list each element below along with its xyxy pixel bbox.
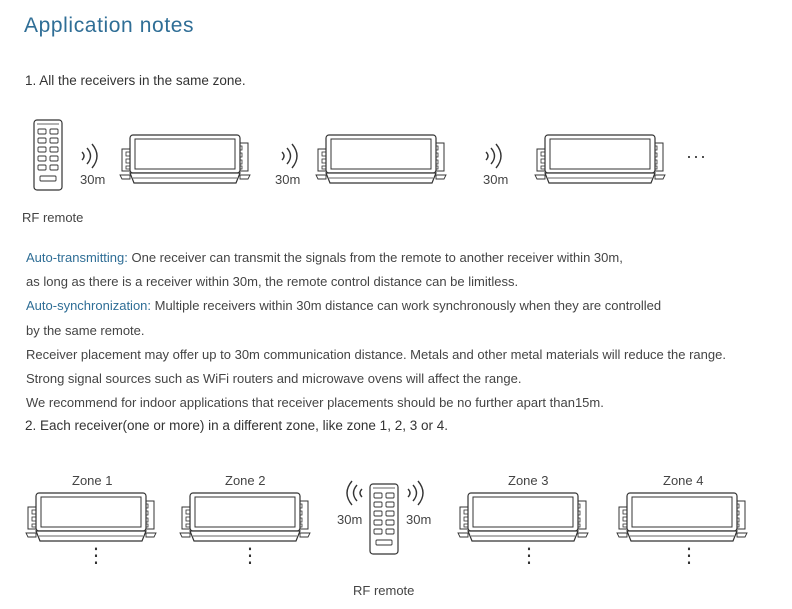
signal-waves-icon xyxy=(281,143,298,169)
note-line-5: Receiver placement may offer up to 30m c… xyxy=(26,346,726,362)
note-line-4: by the same remote. xyxy=(26,322,145,338)
receiver-icon xyxy=(616,492,748,542)
signal-waves-left-icon xyxy=(346,480,363,506)
note-line-2: as long as there is a receiver within 30… xyxy=(26,274,519,290)
zone-2-label: Zone 2 xyxy=(225,473,266,488)
section-2-heading: 2. Each receiver(one or more) in a diffe… xyxy=(25,418,448,433)
notes-paragraph: Auto-transmitting: One receiver can tran… xyxy=(26,246,726,415)
receiver-icon xyxy=(119,134,251,184)
zone-2-more-ellipsis: ⋮ xyxy=(240,545,260,567)
left-distance-label: 30m xyxy=(337,512,363,527)
signal-waves-right-icon xyxy=(407,480,424,506)
right-distance-label: 30m xyxy=(406,512,432,527)
rf-remote-label: RF remote xyxy=(22,210,84,225)
distance-label-1: 30m xyxy=(80,172,106,187)
section-1-heading: 1. All the receivers in the same zone. xyxy=(25,73,246,88)
auto-transmitting-text: One receiver can transmit the signals fr… xyxy=(127,250,623,265)
note-line-3: Auto-synchronization: Multiple receivers… xyxy=(26,294,726,318)
receiver-icon xyxy=(179,492,311,542)
rf-remote-label-2: RF remote xyxy=(353,583,415,598)
distance-label-3: 30m xyxy=(483,172,509,187)
distance-label-2: 30m xyxy=(275,172,301,187)
zone-1-more-ellipsis: ⋮ xyxy=(86,545,106,567)
zone-3-more-ellipsis: ⋮ xyxy=(519,545,539,567)
rf-remote-icon xyxy=(369,483,399,555)
zone-3-label: Zone 3 xyxy=(508,473,549,488)
note-line-6: Strong signal sources such as WiFi route… xyxy=(26,371,522,387)
zone-4-more-ellipsis: ⋮ xyxy=(679,545,699,567)
receiver-icon xyxy=(534,134,666,184)
note-line-7: We recommend for indoor applications tha… xyxy=(26,395,604,411)
auto-synchronization-text: Multiple receivers within 30m distance c… xyxy=(151,298,662,314)
page-title: Application notes xyxy=(24,14,195,37)
continuation-ellipsis: ··· xyxy=(686,146,707,166)
auto-transmitting-label: Auto-transmitting: xyxy=(26,250,128,265)
auto-synchronization-label: Auto-synchronization: xyxy=(26,298,152,314)
zone-1-label: Zone 1 xyxy=(72,473,113,488)
zone-4-label: Zone 4 xyxy=(663,473,704,488)
signal-waves-icon xyxy=(81,143,98,169)
signal-waves-icon xyxy=(485,143,502,169)
note-line-1: Auto-transmitting: One receiver can tran… xyxy=(26,246,726,270)
rf-remote-icon xyxy=(33,119,63,191)
receiver-icon xyxy=(457,492,589,542)
receiver-icon xyxy=(25,492,157,542)
receiver-icon xyxy=(315,134,447,184)
